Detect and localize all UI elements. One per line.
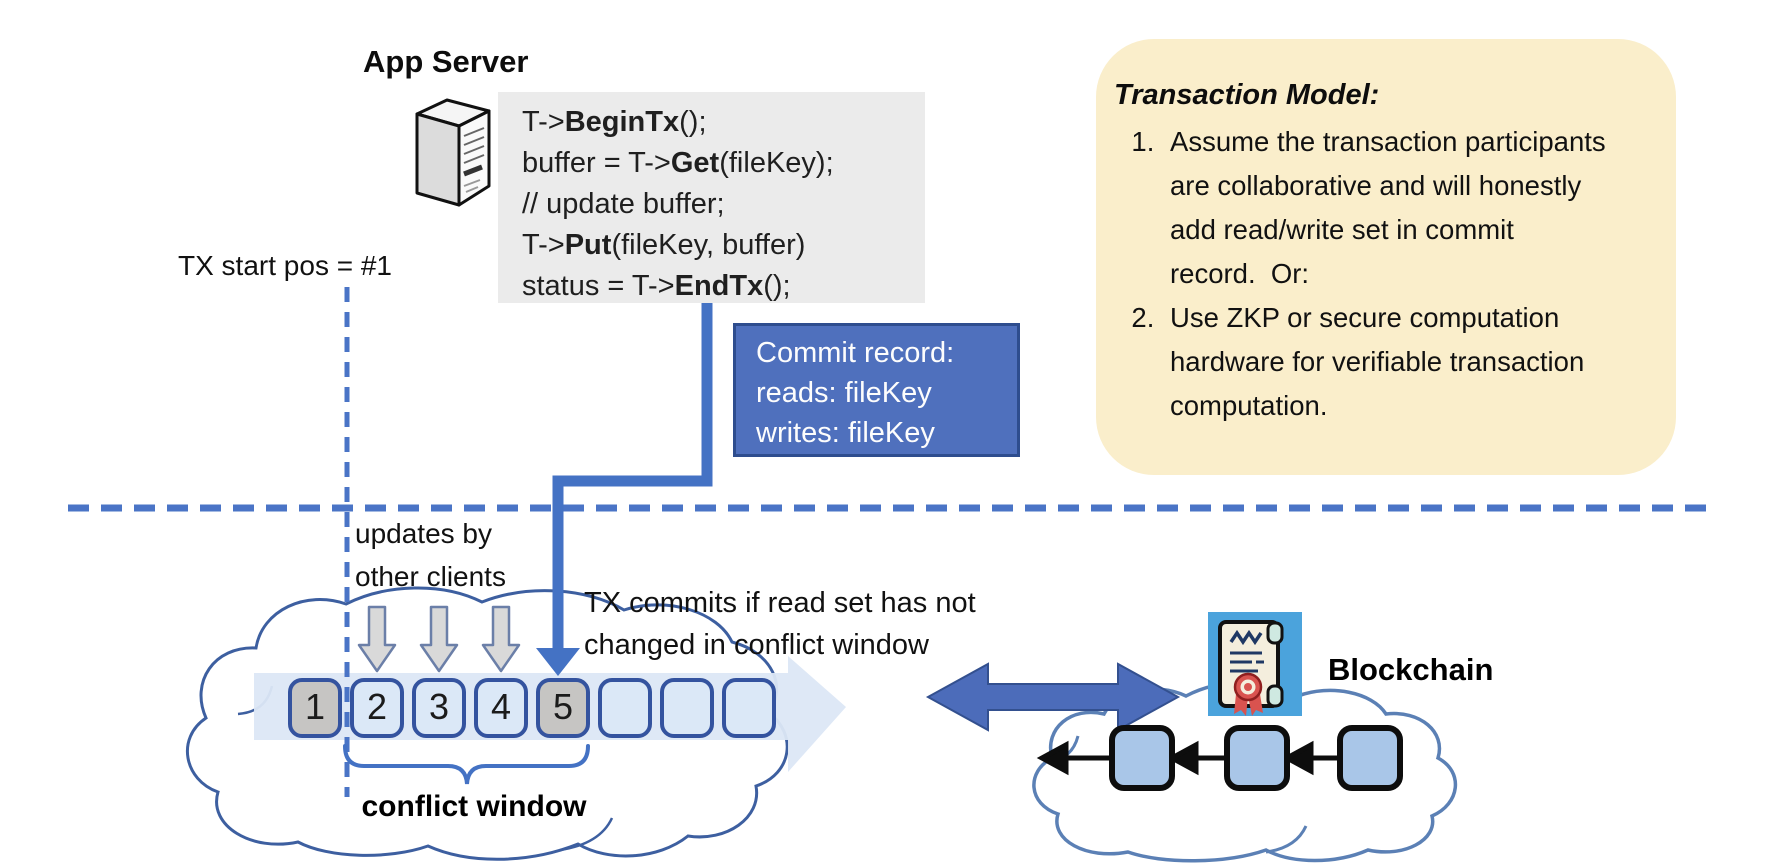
transaction-code-box: T->BeginTx(); buffer = T->Get(fileKey); …	[498, 92, 925, 303]
timeline-block: 1	[288, 678, 342, 738]
transaction-model-list: Assume the transaction participants are …	[1114, 120, 1607, 428]
chain-block	[1109, 725, 1175, 791]
updates-by-other-clients-label: updates by other clients	[355, 518, 506, 592]
code-line: // update buffer;	[522, 188, 725, 220]
chain-link-arrowhead	[1036, 740, 1069, 776]
code-line: buffer = T->Get(fileKey);	[522, 147, 834, 179]
scroll-zigzag	[1229, 629, 1263, 646]
smart-contract-icon	[1208, 612, 1302, 716]
tx-commit-arrowhead	[536, 648, 580, 676]
tx-commit-connector	[552, 303, 713, 650]
commit-record-title: Commit record:	[756, 337, 955, 369]
chain-link-arrowhead	[1166, 740, 1199, 776]
tx-commits-note: TX commits if read set has not changed i…	[584, 587, 976, 661]
timeline-block	[598, 678, 652, 738]
timeline-block: 3	[412, 678, 466, 738]
update-arrow	[357, 605, 397, 673]
chain-block	[1224, 725, 1290, 791]
chain-link-arrows	[1036, 740, 1340, 776]
chain-block	[1337, 725, 1403, 791]
transaction-model-title: Transaction Model:	[1114, 79, 1380, 111]
tx-start-pos-label: TX start pos = #1	[178, 250, 392, 281]
blockchain-cloud-detail	[1265, 825, 1308, 854]
transaction-model-item: Assume the transaction participants are …	[1162, 120, 1607, 296]
timeline-block: 5	[536, 678, 590, 738]
commit-record-writes: writes: fileKey	[756, 417, 935, 449]
conflict-window-brace	[343, 744, 590, 785]
conflict-window-label: conflict window	[361, 790, 587, 823]
commit-record-reads: reads: fileKey	[756, 377, 932, 409]
scroll-roll-bottom	[1266, 684, 1284, 708]
timeline-block	[722, 678, 776, 738]
update-arrow	[481, 605, 521, 673]
transaction-model-item: Use ZKP or secure computation hardware f…	[1162, 296, 1607, 428]
blockchain-label: Blockchain	[1328, 652, 1494, 687]
code-line: T->BeginTx();	[522, 106, 707, 138]
app-server-title: App Server	[363, 44, 529, 79]
chain-link-arrowhead	[1281, 740, 1314, 776]
server-icon	[415, 98, 491, 207]
timeline-block	[660, 678, 714, 738]
timeline-block: 2	[350, 678, 404, 738]
code-line: status = T->EndTx();	[522, 270, 791, 302]
update-arrows	[357, 605, 521, 673]
update-arrow	[419, 605, 459, 673]
scroll-roll-top	[1266, 621, 1284, 645]
code-line: T->Put(fileKey, buffer)	[522, 229, 806, 261]
timeline-block: 4	[474, 678, 528, 738]
chain-blocks	[1109, 725, 1403, 791]
conflict-cloud-detail	[559, 817, 614, 852]
commit-record-box: Commit record: reads: fileKey writes: fi…	[733, 323, 1020, 457]
bidirectional-arrow	[925, 662, 1181, 732]
transaction-model-note: Transaction Model: Assume the transactio…	[1096, 39, 1676, 475]
